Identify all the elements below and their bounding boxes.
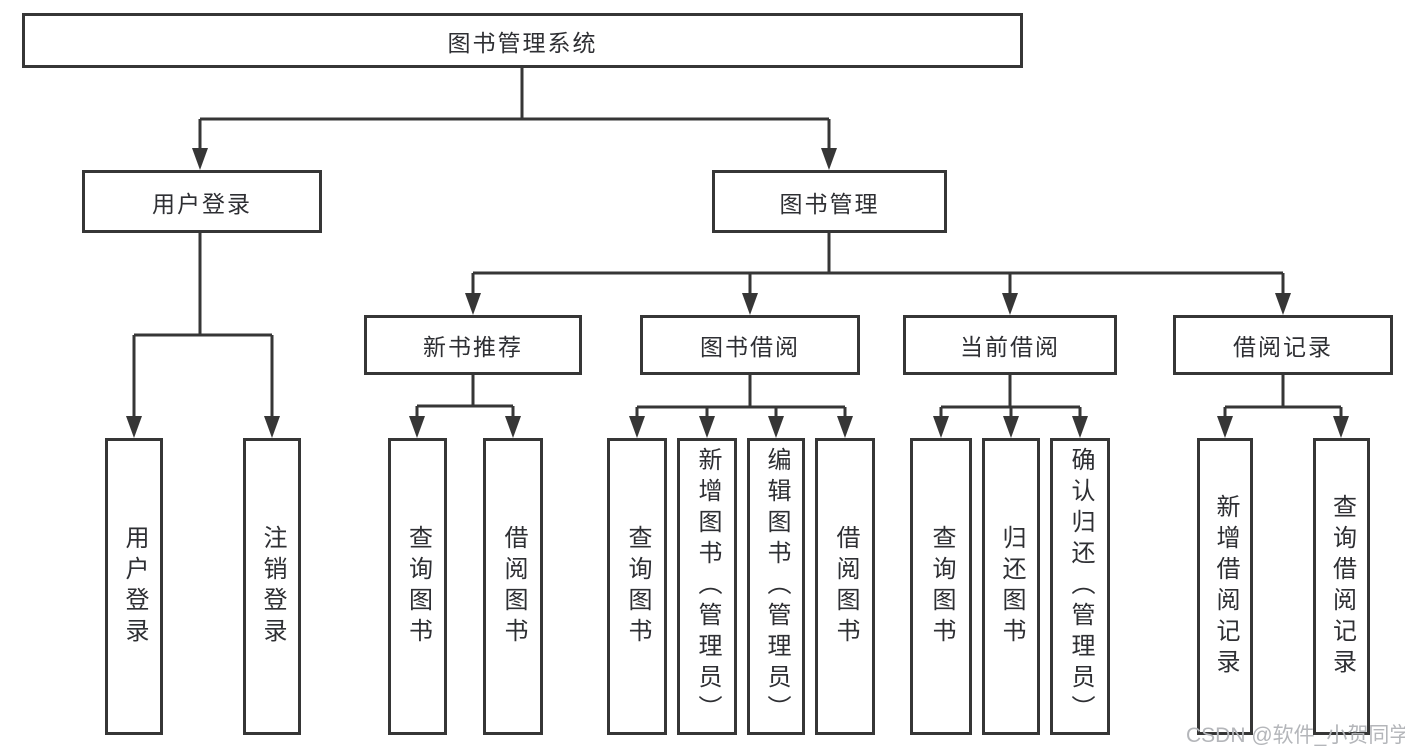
leaf-bb-edit-books-admin-label: 编辑图书（管理员）	[763, 447, 790, 726]
node-user-login-label: 用户登录	[152, 190, 252, 217]
node-borrow-record: 借阅记录	[1173, 315, 1393, 375]
leaf-br-query-record-label: 查询借阅记录	[1328, 493, 1356, 680]
leaf-bb-add-books-admin: 新增图书（管理员）	[677, 438, 737, 735]
node-book-borrow: 图书借阅	[640, 315, 860, 375]
arrowhead	[629, 416, 645, 438]
leaf-logout: 注销登录	[243, 438, 301, 735]
leaf-cb-query-books: 查询图书	[910, 438, 972, 735]
node-current-borrow-label: 当前借阅	[960, 334, 1060, 360]
csdn-watermark: CSDN @软件_小贺同学	[1186, 724, 1405, 747]
node-new-book-recommend: 新书推荐	[364, 315, 582, 375]
fork-root-to-level2	[192, 68, 837, 170]
arrowhead	[126, 416, 142, 438]
node-library-system-label: 图书管理系统	[447, 29, 598, 56]
arrowhead	[192, 148, 208, 170]
arrowhead	[1002, 293, 1018, 315]
leaf-br-add-record-label: 新增借阅记录	[1212, 493, 1239, 680]
leaf-logout-label: 注销登录	[259, 524, 286, 649]
node-new-book-recommend-label: 新书推荐	[423, 334, 523, 360]
fork-current-borrow-to-leaves	[933, 375, 1088, 438]
leaf-bb-query-books: 查询图书	[607, 438, 667, 735]
leaf-user-login-label: 用户登录	[121, 524, 148, 649]
arrowhead	[933, 416, 949, 438]
node-book-borrow-label: 图书借阅	[700, 334, 800, 360]
leaf-br-add-record: 新增借阅记录	[1197, 438, 1253, 735]
node-book-management: 图书管理	[712, 170, 947, 233]
leaf-bb-borrow-books-label: 借阅图书	[832, 524, 859, 649]
arrowhead	[1333, 416, 1349, 438]
arrowhead	[1003, 416, 1019, 438]
fork-book-borrow-to-leaves	[629, 375, 853, 438]
arrowhead	[1275, 293, 1291, 315]
fork-new-book-rec-to-leaves	[409, 375, 521, 438]
node-library-system: 图书管理系统	[22, 13, 1023, 68]
arrowhead	[409, 416, 425, 438]
leaf-rec-borrow-books: 借阅图书	[483, 438, 543, 735]
fork-user-login-to-leaves	[126, 233, 280, 438]
leaf-rec-borrow-books-label: 借阅图书	[500, 524, 527, 649]
leaf-bb-add-books-admin-label: 新增图书（管理员）	[694, 447, 721, 726]
leaf-cb-confirm-return-admin-label: 确认归还（管理员）	[1067, 447, 1094, 726]
leaf-rec-query-books: 查询图书	[388, 438, 447, 735]
leaf-bb-borrow-books: 借阅图书	[815, 438, 875, 735]
node-book-management-label: 图书管理	[779, 190, 880, 217]
arrowhead	[742, 293, 758, 315]
arrowhead	[505, 416, 521, 438]
leaf-user-login: 用户登录	[105, 438, 163, 735]
leaf-cb-confirm-return-admin: 确认归还（管理员）	[1050, 438, 1110, 735]
leaf-cb-query-books-label: 查询图书	[928, 524, 955, 649]
arrowhead	[821, 148, 837, 170]
arrowhead	[1072, 416, 1088, 438]
arrowhead	[768, 416, 784, 438]
arrowhead	[837, 416, 853, 438]
leaf-rec-query-books-label: 查询图书	[404, 524, 432, 649]
node-borrow-record-label: 借阅记录	[1233, 334, 1333, 360]
node-user-login: 用户登录	[82, 170, 322, 233]
fork-book-management-to-level3	[465, 233, 1291, 315]
leaf-br-query-record: 查询借阅记录	[1313, 438, 1370, 735]
leaf-cb-return-books-label: 归还图书	[998, 524, 1025, 649]
leaf-cb-return-books: 归还图书	[982, 438, 1040, 735]
arrowhead	[1217, 416, 1233, 438]
arrowhead	[699, 416, 715, 438]
arrowhead	[264, 416, 280, 438]
leaf-bb-edit-books-admin: 编辑图书（管理员）	[747, 438, 805, 735]
leaf-bb-query-books-label: 查询图书	[624, 524, 651, 649]
arrowhead	[465, 293, 481, 315]
node-current-borrow: 当前借阅	[903, 315, 1117, 375]
fork-borrow-record-to-leaves	[1217, 375, 1349, 438]
